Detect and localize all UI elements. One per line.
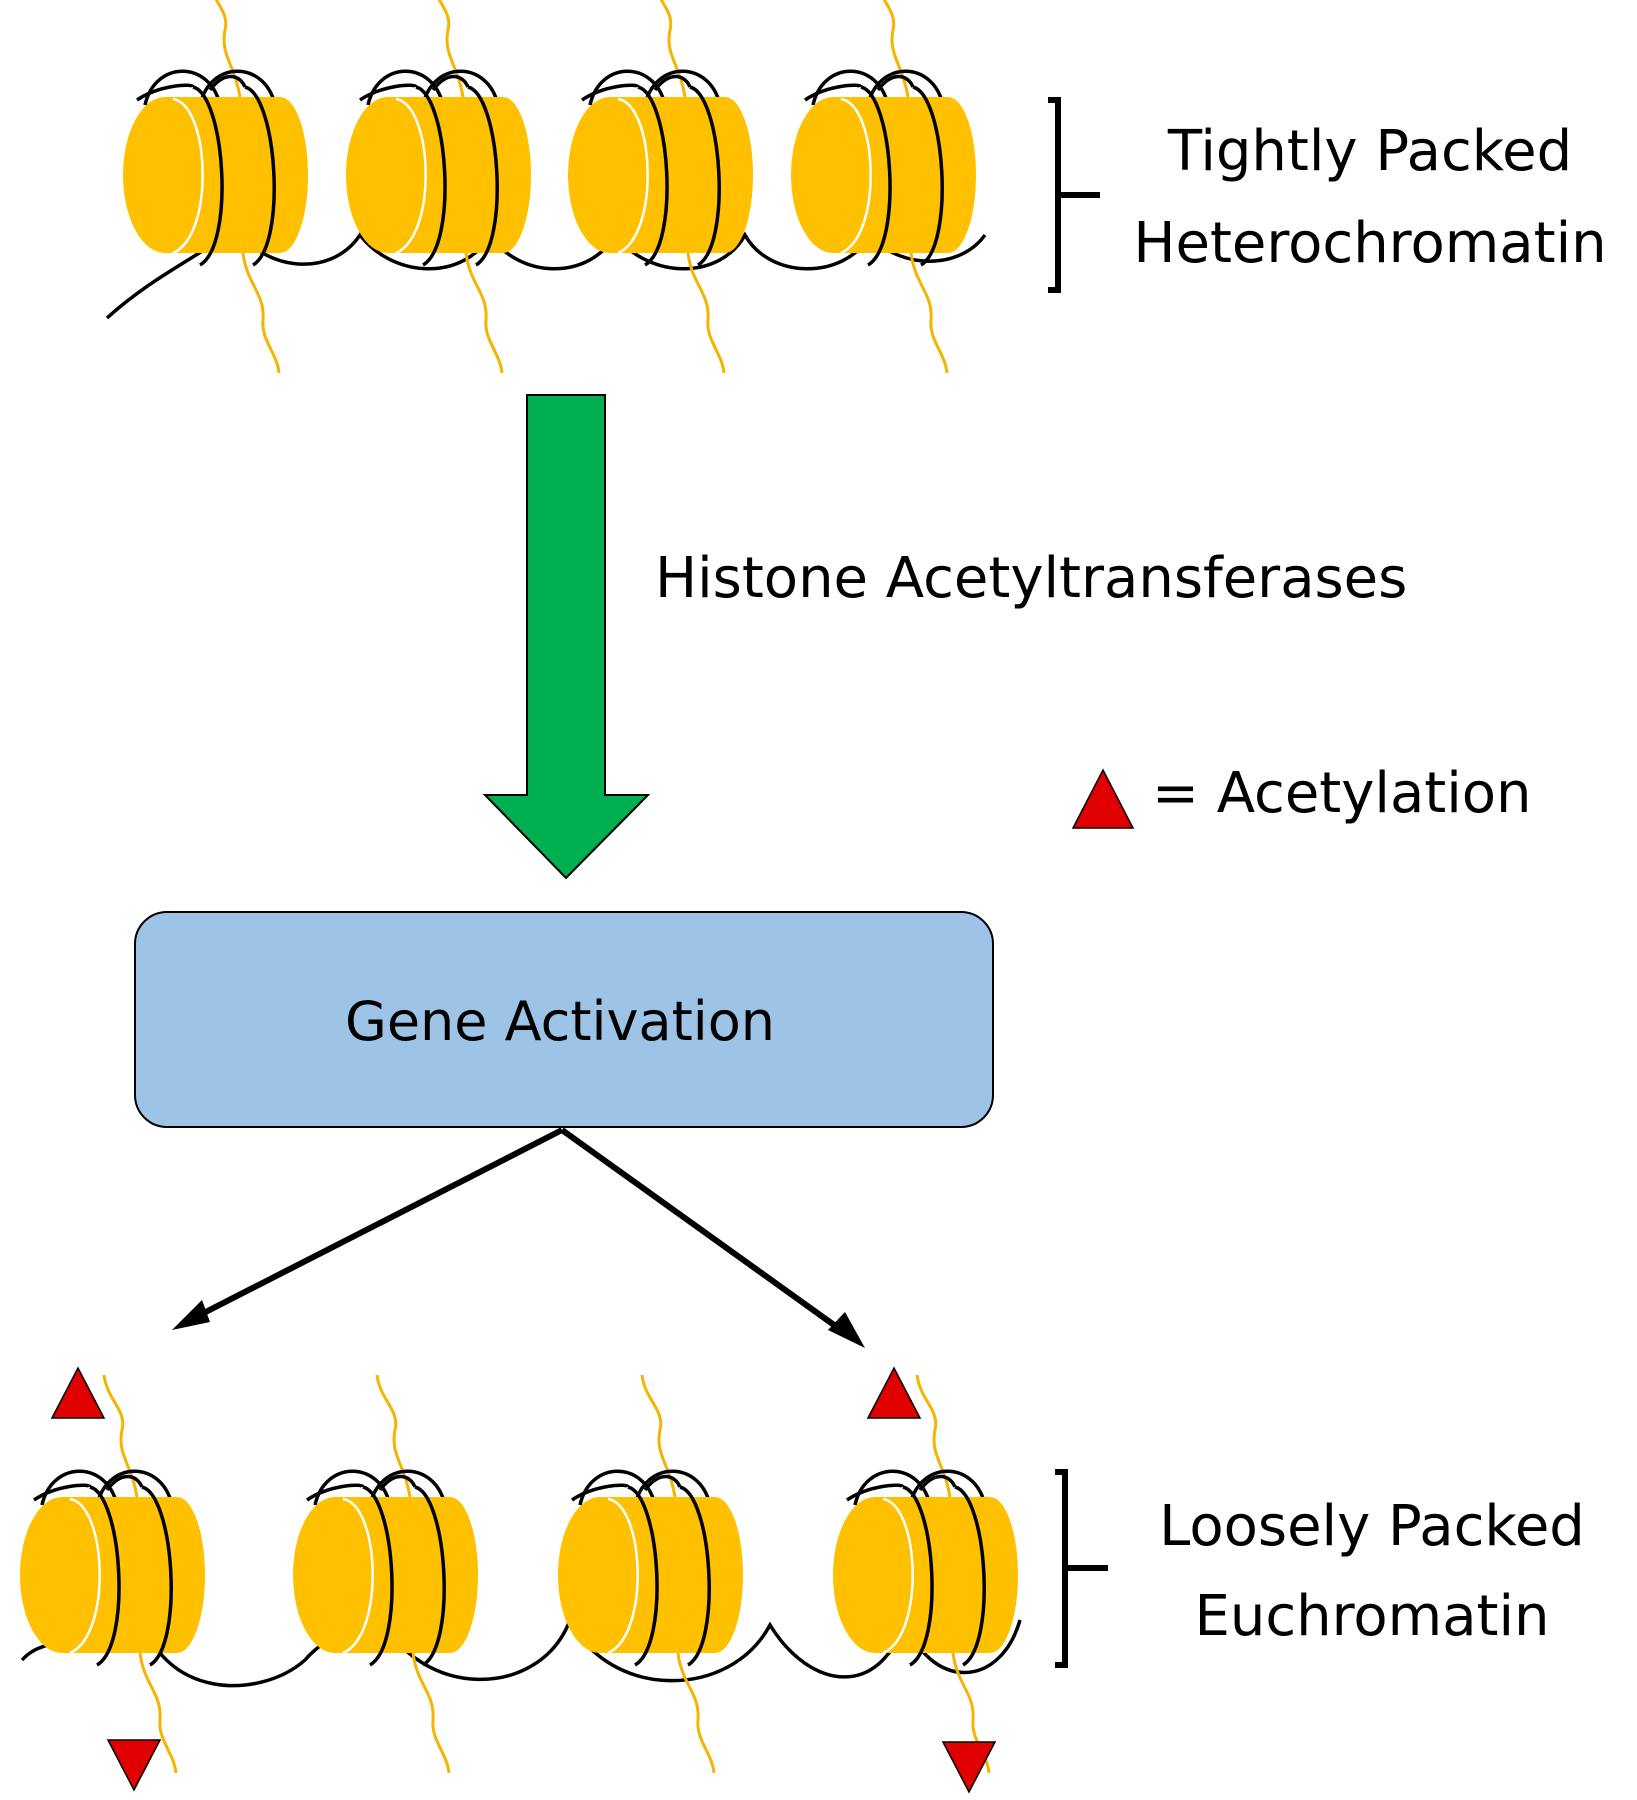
gene-activation-label: Gene Activation [345, 990, 775, 1053]
acetylation-mark [106, 1739, 162, 1792]
enzyme-label: Histone Acetyltransferases [655, 546, 1407, 611]
euchromatin-label-line2: Euchromatin [1194, 1584, 1549, 1649]
nucleosome [291, 1373, 480, 1775]
nucleosome [831, 1373, 1020, 1775]
nucleosome [18, 1373, 207, 1775]
transition-arrow [482, 394, 651, 880]
heterochromatin-label-line1: Tightly Packed [1167, 119, 1572, 184]
split-arrows [172, 1127, 865, 1348]
acetylation-legend-icon [1071, 768, 1135, 829]
nucleosome [121, 0, 310, 375]
acetylation-legend-text: = Acetylation [1152, 761, 1532, 826]
heterochromatin-label-line2: Heterochromatin [1133, 211, 1606, 276]
euchromatin-label-line1: Loosely Packed [1159, 1494, 1585, 1559]
euchromatin-bracket [1055, 1469, 1108, 1668]
nucleosome [344, 0, 533, 375]
acetylation-legend: = Acetylation [1071, 761, 1532, 829]
acetylation-mark [866, 1366, 922, 1419]
nucleosome [789, 0, 978, 375]
euchromatin-fiber [18, 1373, 1022, 1775]
acetylation-mark [941, 1741, 997, 1794]
acetylation-mark [50, 1366, 106, 1419]
gene-activation-box [134, 911, 994, 1128]
nucleosome [566, 0, 755, 375]
nucleosome [556, 1373, 745, 1775]
heterochromatin-bracket [1048, 97, 1100, 293]
heterochromatin-fiber [105, 0, 987, 375]
